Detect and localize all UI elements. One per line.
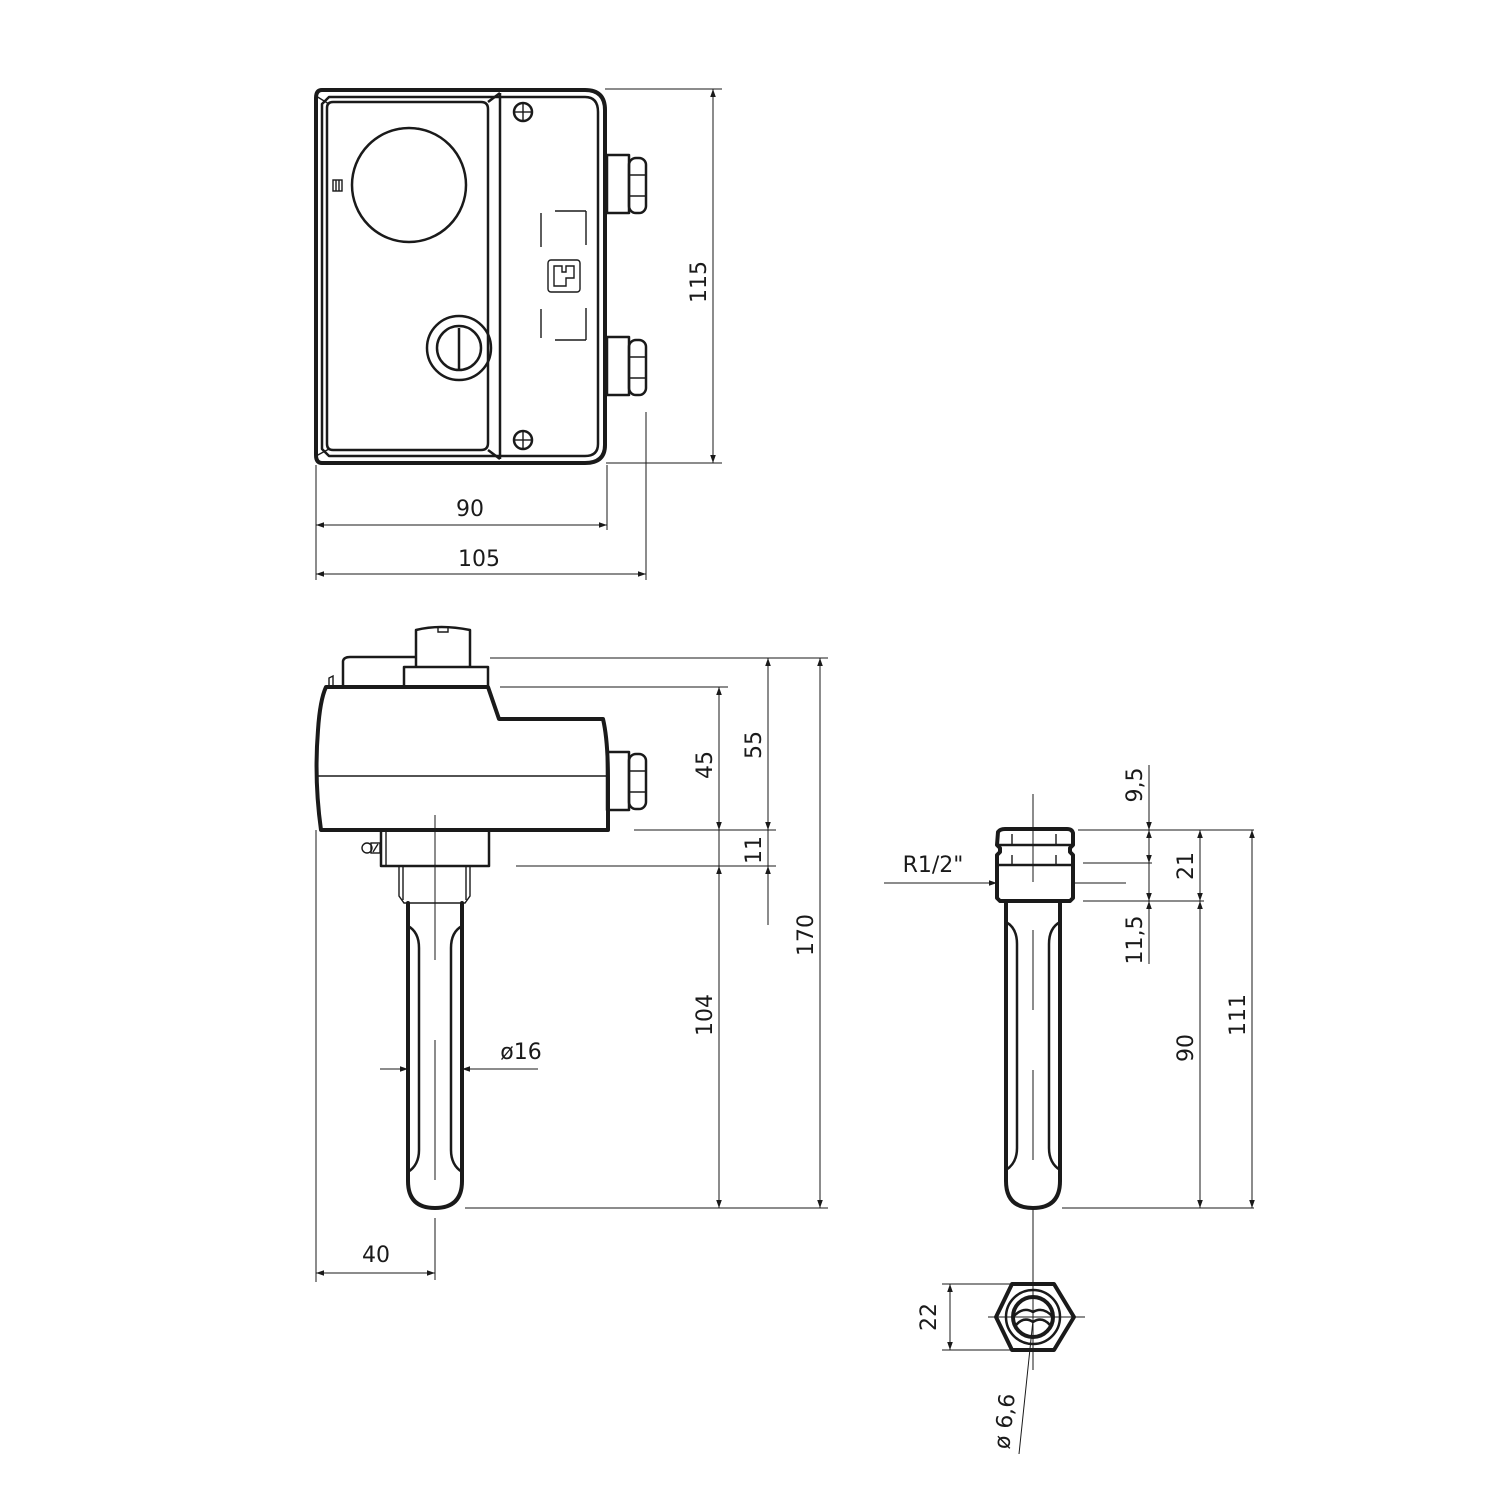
scale-marker-icon — [332, 179, 343, 192]
dim-front-width-body: 90 — [456, 497, 484, 522]
dim-side-head-total: 55 — [742, 731, 767, 759]
housing-outline — [314, 88, 607, 465]
bottom-view: 22 ø 6,6 — [917, 1282, 1085, 1455]
dim-side-offset: 40 — [362, 1243, 390, 1268]
screw-icon — [512, 101, 534, 123]
dim-probe-bottom: 11,5 — [1123, 916, 1148, 965]
front-view: 115 90 105 — [314, 88, 722, 580]
thread-fitting — [995, 827, 1075, 903]
dim-side-total: 170 — [794, 914, 819, 956]
dim-front-width-total: 105 — [458, 547, 500, 572]
cable-gland-icon — [605, 750, 648, 812]
approval-mark-icon — [540, 210, 587, 341]
adjustment-knob-icon — [350, 126, 468, 244]
adjustment-knob-icon — [414, 625, 472, 666]
dim-side-neck: 11 — [742, 836, 767, 864]
slotted-screw-icon — [425, 314, 493, 382]
dim-front-height: 115 — [687, 261, 712, 303]
cable-gland-icon — [605, 153, 648, 215]
probe-view: R1/2" 9,5 11,5 21 90 111 — [884, 765, 1255, 1290]
screw-icon — [512, 429, 534, 451]
dim-probe-total: 111 — [1226, 994, 1251, 1036]
side-view: 45 55 11 104 170 ø16 40 — [314, 625, 828, 1282]
sensor-sheath — [1004, 900, 1062, 1210]
dim-side-head: 45 — [693, 751, 718, 779]
dim-side-diameter: ø16 — [500, 1040, 541, 1065]
cable-gland-icon — [605, 335, 648, 397]
cover-panel — [325, 100, 490, 452]
dim-probe-top: 9,5 — [1123, 768, 1148, 803]
dim-side-sheath: 104 — [693, 994, 718, 1036]
dim-probe-thread: R1/2" — [903, 853, 964, 878]
dim-probe-thread-height: 21 — [1174, 852, 1199, 880]
sensor-sheath — [406, 901, 464, 1210]
dim-bottom-bore: ø 6,6 — [990, 1392, 1021, 1450]
dim-bottom-hex: 22 — [917, 1303, 942, 1331]
dim-probe-sheath: 90 — [1174, 1034, 1199, 1062]
thermostat-head — [314, 685, 610, 832]
set-screw-icon — [361, 842, 381, 854]
